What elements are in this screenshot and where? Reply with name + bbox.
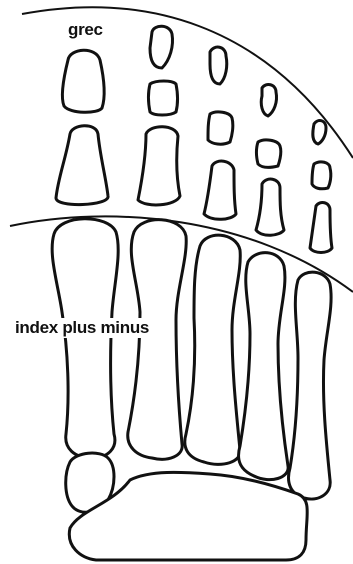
- index-plus-minus-label: index plus minus: [14, 318, 150, 338]
- toe3-middle-phalanx: [208, 112, 233, 144]
- metatarsal-1: [52, 219, 118, 458]
- toe5-middle-phalanx: [312, 162, 331, 189]
- metatarsal-4: [239, 253, 289, 480]
- toe3-distal-phalanx: [210, 47, 227, 84]
- grec-label: grec: [67, 20, 104, 40]
- toe2-distal-phalanx: [150, 26, 173, 68]
- toe2-proximal-phalanx: [138, 127, 180, 205]
- toe4-distal-phalanx: [261, 85, 276, 116]
- metatarsal-5: [289, 272, 332, 499]
- toe5-proximal-phalanx: [310, 203, 332, 253]
- toe3-proximal-phalanx: [204, 161, 236, 219]
- hallux-distal-phalanx: [62, 50, 104, 112]
- hallux-proximal-phalanx: [56, 126, 108, 205]
- toe5-distal-phalanx: [313, 121, 326, 144]
- toe2-middle-phalanx: [149, 81, 178, 115]
- toe4-proximal-phalanx: [256, 179, 284, 235]
- metatarsal-3: [185, 235, 240, 464]
- toe4-middle-phalanx: [257, 140, 281, 167]
- metatarsal-2: [128, 220, 186, 460]
